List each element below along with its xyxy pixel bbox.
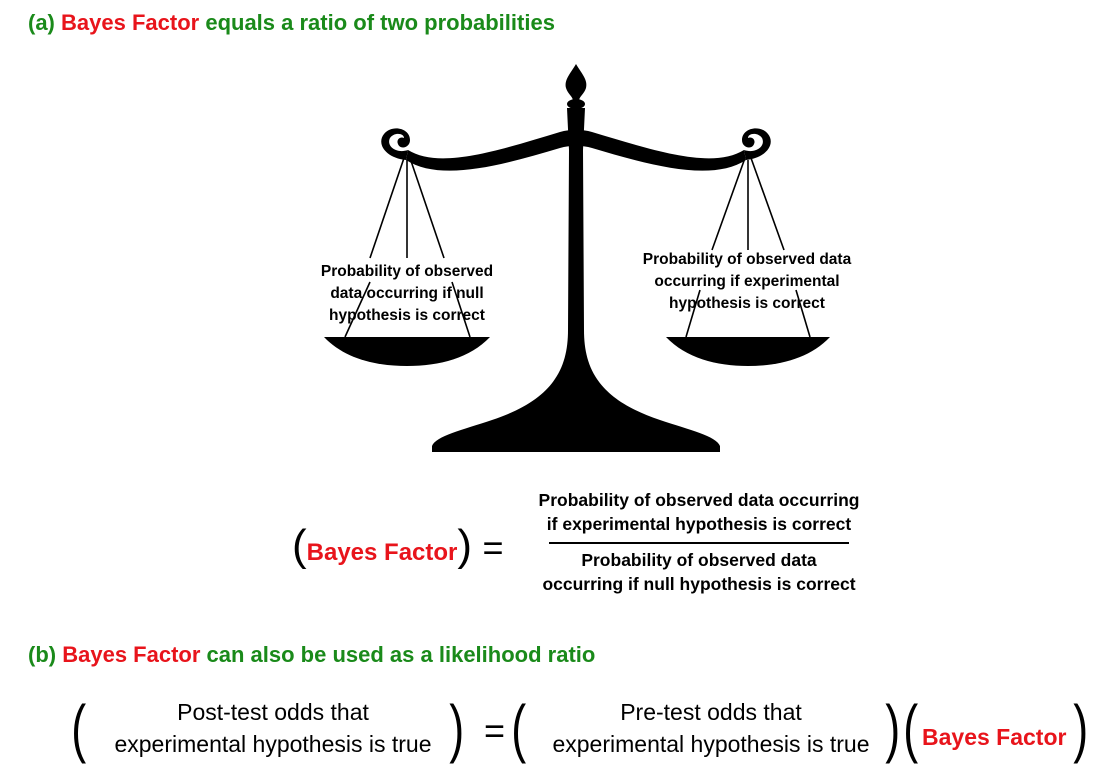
- heading-a-rest: equals a ratio of two probabilities: [205, 10, 555, 35]
- formula-a-numerator-line2: if experimental hypothesis is correct: [546, 514, 852, 534]
- heading-a: (a) Bayes Factor equals a ratio of two p…: [28, 10, 555, 36]
- heading-b: (b) Bayes Factor can also be used as a l…: [28, 642, 595, 668]
- formula-b-pre-line2: experimental hypothesis is true: [552, 731, 870, 757]
- scale-right-string-3: [750, 157, 785, 251]
- heading-a-prefix: (a): [28, 10, 55, 35]
- formula-a-numerator-line1: Probability of observed data occurring: [538, 490, 860, 510]
- heading-b-prefix: (b): [28, 642, 57, 667]
- scale-left-pan: [324, 337, 490, 366]
- formula-b-pre-line1: Pre-test odds that: [620, 699, 802, 725]
- formula-a-fraction: Probability of observed data occurring i…: [520, 488, 878, 596]
- formula-a-denominator-line1: Probability of observed data: [581, 550, 817, 570]
- formula-b-post-line1: Post-test odds that: [177, 699, 369, 725]
- scale-finial-knob: [567, 99, 585, 109]
- formula-a-denominator-line2: occurring if null hypothesis is correct: [542, 574, 856, 594]
- scale-left-string-1b: [344, 281, 371, 338]
- formula-b-bayes-factor: Bayes Factor: [922, 724, 1067, 750]
- scale-left-scroll: [381, 128, 410, 160]
- formula-b-bf-open-paren: (: [903, 692, 919, 764]
- scale-right-string-1b: [685, 289, 701, 338]
- formula-a-open-paren: (: [292, 521, 307, 570]
- formula-b-post-odds: Post-test odds that experimental hypothe…: [92, 696, 454, 760]
- formula-b-pre-close-paren: ): [885, 692, 901, 764]
- left-pan-label: Probability of observed data occurring i…: [320, 263, 494, 324]
- scale-left-string-3: [409, 157, 445, 259]
- heading-b-rest: can also be used as a likelihood ratio: [206, 642, 596, 667]
- formula-b-bf-close-paren: ): [1073, 692, 1089, 764]
- formula-b-equals: =: [484, 710, 506, 751]
- scale-pillar: [432, 108, 720, 452]
- formula-a-bayes-factor: Bayes Factor: [306, 539, 458, 566]
- scale-right-scroll: [742, 128, 771, 160]
- formula-a-fraction-bar: [549, 542, 849, 544]
- scale-right-string-3b: [795, 289, 811, 338]
- scale-right-pan: [666, 337, 830, 366]
- formula-b-post-line2: experimental hypothesis is true: [114, 731, 432, 757]
- formula-a-equals: =: [482, 527, 504, 568]
- formula-b-pre-odds: Pre-test odds that experimental hypothes…: [530, 696, 892, 760]
- scale-right-string-1: [711, 157, 746, 251]
- formula-b-pre-open-paren: (: [511, 692, 527, 764]
- scale-beam: [406, 129, 746, 171]
- scale-finial: [565, 64, 587, 100]
- formula-a-close-paren: ): [457, 521, 473, 570]
- balance-scale-illustration: [324, 64, 830, 452]
- right-pan-label: Probability of observed data occurring i…: [642, 251, 852, 312]
- formula-b-post-open-paren: (: [71, 692, 87, 764]
- formula-a-lhs: (Bayes Factor) =: [292, 524, 504, 569]
- scale-left-string-3b: [451, 281, 471, 338]
- heading-b-bayes-factor: Bayes Factor: [62, 642, 201, 667]
- formula-b-post-close-paren: ): [449, 692, 465, 764]
- scale-left-string-1: [369, 157, 405, 259]
- heading-a-bayes-factor: Bayes Factor: [61, 10, 200, 35]
